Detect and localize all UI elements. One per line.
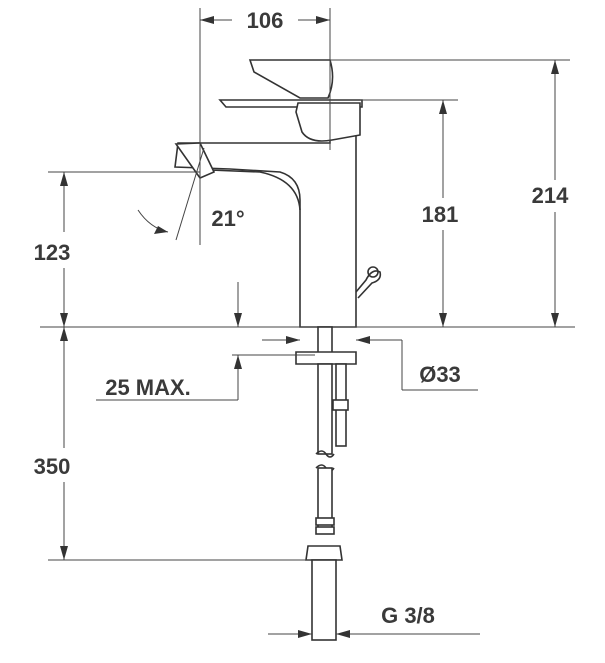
under-deck-assembly: [295, 326, 357, 641]
connection-fitting: [311, 559, 337, 641]
dim-connection-thread: [268, 630, 480, 638]
spout-inner-curve: [209, 169, 301, 211]
arrow-diameter-left: [286, 336, 300, 344]
threaded-stud: [317, 326, 333, 356]
dim-outlet-height: [48, 171, 200, 327]
label-total-height: 214: [532, 183, 569, 208]
label-spout-height: 181: [422, 202, 459, 227]
label-hose-length: 350: [34, 454, 71, 479]
arrow-outlet-top: [60, 172, 68, 186]
arrow-hose-top: [60, 327, 68, 341]
arrow-reach-right: [316, 16, 330, 24]
fixing-nut: [295, 351, 357, 365]
arrow-hose-bottom: [60, 546, 68, 560]
arrow-spout-top: [439, 100, 447, 114]
label-spout-angle: 21°: [211, 206, 244, 231]
arrow-reach-left: [200, 16, 214, 24]
pop-up-knob: [367, 266, 379, 278]
label-base-diameter: Ø33: [419, 362, 461, 387]
hose-crimp-2: [315, 526, 335, 535]
arrow-thread-left: [298, 630, 312, 638]
label-deck-thickness: 25 MAX.: [105, 375, 191, 400]
lever-raised-position: [248, 59, 334, 99]
arrow-deck-top: [234, 313, 242, 327]
arrow-total-top: [551, 60, 559, 74]
dim-deck-thickness: [96, 282, 315, 401]
lever-cap: [295, 102, 361, 142]
faucet-body: [174, 59, 382, 328]
dim-angle: [137, 147, 205, 241]
dim-reach: [199, 8, 331, 245]
connection-nut: [305, 545, 343, 561]
arrow-angle: [154, 226, 168, 234]
hose-break-top: [315, 450, 335, 458]
arrow-deck-bottom: [234, 355, 242, 369]
label-outlet-height: 123: [34, 240, 71, 265]
hose-left: [317, 363, 333, 455]
label-connection-thread: G 3/8: [381, 603, 435, 628]
arrow-total-bottom: [551, 313, 559, 327]
hose-crimp-1: [315, 517, 335, 526]
dim-hose-length: [48, 327, 310, 561]
arrow-thread-right: [336, 630, 350, 638]
arrow-diameter-right: [356, 336, 370, 344]
dim-total-height: [330, 59, 570, 327]
arrow-outlet-bottom: [60, 313, 68, 327]
spout-aerator: [174, 142, 216, 179]
hose-right-cap: [332, 399, 349, 411]
dim-spout-height: [360, 99, 458, 327]
dim-base-diameter: [262, 336, 478, 391]
arrow-spout-bottom: [439, 313, 447, 327]
label-spout-reach: 106: [247, 8, 284, 33]
